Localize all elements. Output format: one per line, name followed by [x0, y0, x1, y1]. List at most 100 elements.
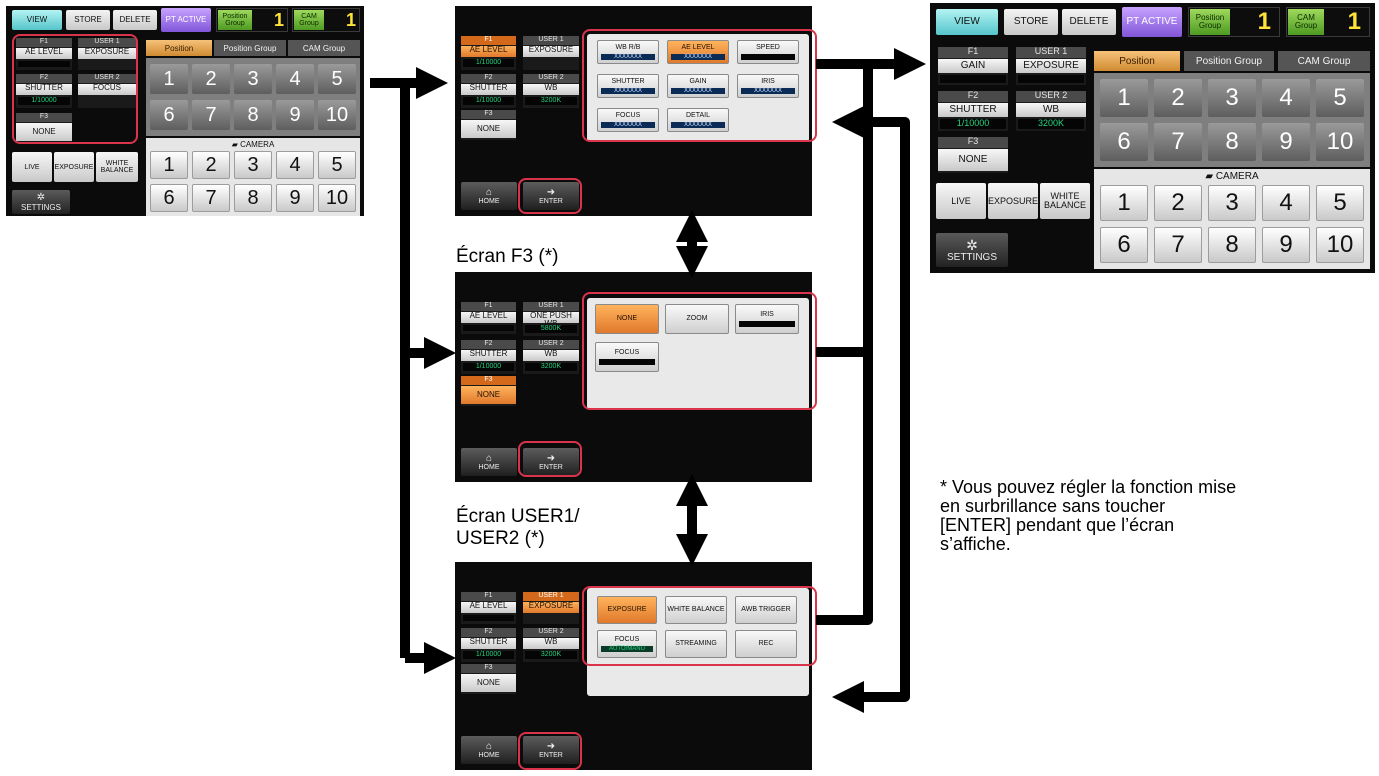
f2-button[interactable]: F2 SHUTTER 1/10000: [16, 74, 72, 108]
user2-button[interactable]: USER 2 FOCUS: [78, 74, 136, 108]
tab-position-group[interactable]: Position Group: [214, 40, 286, 56]
store-button[interactable]: STORE: [66, 10, 110, 30]
enter-button[interactable]: ➜ ENTER: [523, 736, 579, 764]
f3-button-selected[interactable]: F3 NONE: [461, 376, 516, 406]
option-gain[interactable]: GAIN XXXXXXX: [667, 74, 729, 98]
position-key[interactable]: 1: [1100, 79, 1148, 117]
f1-button[interactable]: F1 AE LEVEL: [16, 38, 72, 70]
f3-button[interactable]: F3 NONE: [938, 137, 1008, 173]
view-button[interactable]: VIEW: [12, 10, 62, 30]
position-key[interactable]: 3: [234, 64, 272, 94]
option-iris[interactable]: IRIS XXXXXXX: [737, 74, 799, 98]
option-zoom[interactable]: ZOOM: [665, 304, 729, 334]
settings-button[interactable]: ✲ SETTINGS: [12, 190, 70, 214]
camera-key[interactable]: 5: [1316, 185, 1364, 221]
option-shutter[interactable]: SHUTTER XXXXXXX: [597, 74, 659, 98]
option-streaming[interactable]: STREAMING: [665, 630, 727, 658]
tab-cam-group[interactable]: CAM Group: [1278, 51, 1370, 71]
store-button[interactable]: STORE: [1004, 9, 1058, 35]
delete-button[interactable]: DELETE: [113, 10, 157, 30]
position-key[interactable]: 7: [192, 100, 230, 130]
position-key[interactable]: 4: [1262, 79, 1310, 117]
camera-key[interactable]: 8: [234, 184, 272, 212]
position-key[interactable]: 10: [318, 100, 356, 130]
tab-position[interactable]: Position: [1094, 51, 1180, 71]
f1-button[interactable]: F1 AE LEVEL: [461, 302, 516, 334]
enter-button[interactable]: ➜ ENTER: [523, 182, 579, 210]
position-key[interactable]: 2: [192, 64, 230, 94]
f3-button[interactable]: F3 NONE: [461, 110, 516, 140]
camera-key[interactable]: 3: [234, 151, 272, 179]
user2-button[interactable]: USER 2 WB 3200K: [1016, 91, 1086, 131]
view-button[interactable]: VIEW: [936, 9, 998, 35]
position-key[interactable]: 6: [150, 100, 188, 130]
delete-button[interactable]: DELETE: [1062, 9, 1116, 35]
camera-key[interactable]: 10: [1316, 227, 1364, 263]
camera-key[interactable]: 7: [1154, 227, 1202, 263]
f2-button[interactable]: F2 SHUTTER 1/10000: [461, 628, 516, 662]
white-balance-button[interactable]: WHITE BALANCE: [96, 152, 138, 182]
camera-key[interactable]: 8: [1208, 227, 1256, 263]
settings-button[interactable]: ✲ SETTINGS: [936, 233, 1008, 267]
pt-active-button[interactable]: PT ACTIVE: [161, 8, 211, 32]
position-key[interactable]: 6: [1100, 123, 1148, 161]
camera-key[interactable]: 7: [192, 184, 230, 212]
camera-key[interactable]: 1: [1100, 185, 1148, 221]
position-key[interactable]: 10: [1316, 123, 1364, 161]
camera-key[interactable]: 9: [1262, 227, 1310, 263]
camera-key[interactable]: 1: [150, 151, 188, 179]
option-speed[interactable]: SPEED: [737, 40, 799, 64]
f1-button-selected[interactable]: F1 AE LEVEL 1/10000: [461, 36, 516, 70]
tab-cam-group[interactable]: CAM Group: [288, 40, 360, 56]
exposure-button[interactable]: EXPOSURE: [988, 183, 1038, 219]
option-wb-rb[interactable]: WB R/B XXXXXXX: [597, 40, 659, 64]
option-detail[interactable]: DETAIL XXXXXXX: [667, 108, 729, 132]
option-none[interactable]: NONE: [595, 304, 659, 334]
camera-key[interactable]: 6: [1100, 227, 1148, 263]
position-key[interactable]: 8: [1208, 123, 1256, 161]
position-key[interactable]: 9: [276, 100, 314, 130]
live-button[interactable]: LIVE: [936, 183, 986, 219]
position-key[interactable]: 2: [1154, 79, 1202, 117]
option-focus[interactable]: FOCUS XXXXXXX: [597, 108, 659, 132]
white-balance-button[interactable]: WHITE BALANCE: [1040, 183, 1090, 219]
camera-key[interactable]: 5: [318, 151, 356, 179]
position-key[interactable]: 9: [1262, 123, 1310, 161]
live-button[interactable]: LIVE: [12, 152, 52, 182]
camera-key[interactable]: 2: [1154, 185, 1202, 221]
user1-button[interactable]: USER 1 EXPOSURE: [78, 38, 136, 70]
position-key[interactable]: 5: [318, 64, 356, 94]
camera-key[interactable]: 9: [276, 184, 314, 212]
exposure-button[interactable]: EXPOSURE: [54, 152, 94, 182]
f2-button[interactable]: F2 SHUTTER 1/10000: [461, 340, 516, 374]
position-key[interactable]: 8: [234, 100, 272, 130]
f3-button[interactable]: F3 NONE: [461, 664, 516, 694]
user2-button[interactable]: USER 2 WB 3200K: [523, 628, 579, 662]
camera-key[interactable]: 6: [150, 184, 188, 212]
user1-button-selected[interactable]: USER 1 EXPOSURE: [523, 592, 579, 624]
option-awb-trigger[interactable]: AWB TRIGGER: [735, 596, 797, 624]
pt-active-button[interactable]: PT ACTIVE: [1122, 7, 1182, 37]
user2-button[interactable]: USER 2 WB 3200K: [523, 340, 579, 374]
option-focus[interactable]: FOCUS AUTO/MANU: [597, 630, 657, 658]
tab-position[interactable]: Position: [146, 40, 212, 56]
camera-key[interactable]: 4: [276, 151, 314, 179]
home-button[interactable]: ⌂ HOME: [461, 448, 517, 476]
camera-key[interactable]: 4: [1262, 185, 1310, 221]
option-white-balance[interactable]: WHITE BALANCE: [665, 596, 727, 624]
camera-key[interactable]: 2: [192, 151, 230, 179]
home-button[interactable]: ⌂ HOME: [461, 182, 517, 210]
f1-button[interactable]: F1 AE LEVEL: [461, 592, 516, 624]
position-key[interactable]: 7: [1154, 123, 1202, 161]
position-key[interactable]: 3: [1208, 79, 1256, 117]
camera-key[interactable]: 3: [1208, 185, 1256, 221]
camera-key[interactable]: 10: [318, 184, 356, 212]
option-ae-level[interactable]: AE LEVEL XXXXXXX: [667, 40, 729, 64]
f2-button[interactable]: F2 SHUTTER 1/10000: [938, 91, 1008, 131]
option-focus[interactable]: FOCUS: [595, 342, 659, 372]
user2-button[interactable]: USER 2 WB 3200K: [523, 74, 579, 108]
option-exposure[interactable]: EXPOSURE: [597, 596, 657, 624]
position-key[interactable]: 5: [1316, 79, 1364, 117]
f1-button[interactable]: F1 GAIN: [938, 47, 1008, 85]
user1-button[interactable]: USER 1 ONE PUSH WB 5800K: [523, 302, 579, 336]
